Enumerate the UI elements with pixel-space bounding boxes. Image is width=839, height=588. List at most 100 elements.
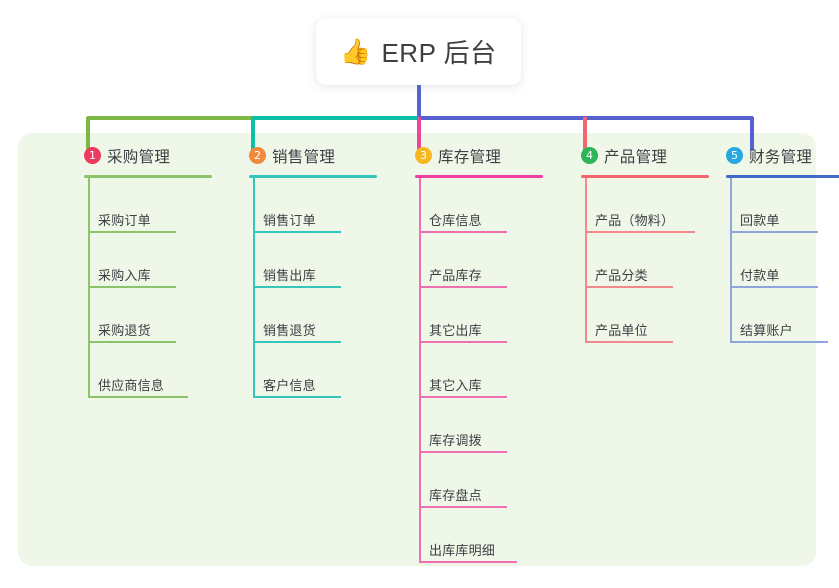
list-item-underline <box>419 286 507 288</box>
category-column-5: 5 财务管理 回款单 付款单 结算账户 <box>708 133 839 343</box>
category-items-1: 采购订单 采购入库 采购退货 供应商信息 <box>66 178 226 398</box>
list-item-label: 客户信息 <box>263 378 316 393</box>
diagram-panel-background <box>18 133 816 566</box>
category-column-3: 3 库存管理 仓库信息 产品库存 其它出库 其它入库 库存调拨 <box>397 133 557 563</box>
list-item-underline <box>419 506 507 508</box>
list-item-underline <box>730 286 818 288</box>
list-item-underline <box>253 396 341 398</box>
category-badge-3: 3 <box>415 147 432 164</box>
category-header-4[interactable]: 4 产品管理 <box>563 133 723 178</box>
category-title-1: 采购管理 <box>107 148 171 166</box>
list-item-underline <box>730 341 828 343</box>
category-underline-5 <box>726 175 839 178</box>
list-item-label: 库存调拨 <box>429 433 482 448</box>
list-item-underline <box>88 286 176 288</box>
category-title-3: 库存管理 <box>438 148 502 166</box>
list-item[interactable]: 销售订单 <box>231 178 391 233</box>
list-item-label: 销售订单 <box>263 213 316 228</box>
list-item[interactable]: 产品单位 <box>563 288 723 343</box>
list-item-label: 回款单 <box>740 213 780 228</box>
list-item[interactable]: 其它出库 <box>397 288 557 343</box>
category-title-5: 财务管理 <box>749 148 813 166</box>
list-item-underline <box>419 231 507 233</box>
list-item[interactable]: 付款单 <box>708 233 839 288</box>
root-node-card[interactable]: 👍 ERP 后台 <box>316 18 521 85</box>
category-spine-4 <box>585 178 587 343</box>
category-header-1[interactable]: 1 采购管理 <box>66 133 226 178</box>
list-item-label: 采购退货 <box>98 323 151 338</box>
list-item[interactable]: 产品库存 <box>397 233 557 288</box>
category-underline-1 <box>84 175 212 178</box>
category-underline-4 <box>581 175 709 178</box>
category-spine-1 <box>88 178 90 398</box>
category-header-2[interactable]: 2 销售管理 <box>231 133 391 178</box>
category-items-3: 仓库信息 产品库存 其它出库 其它入库 库存调拨 库存盘点 <box>397 178 557 563</box>
list-item[interactable]: 供应商信息 <box>66 343 226 398</box>
list-item[interactable]: 产品（物料） <box>563 178 723 233</box>
list-item-underline <box>585 341 673 343</box>
category-spine-2 <box>253 178 255 398</box>
list-item-label: 其它入库 <box>429 378 482 393</box>
list-item[interactable]: 采购订单 <box>66 178 226 233</box>
list-item-label: 产品库存 <box>429 268 482 283</box>
category-column-4: 4 产品管理 产品（物料） 产品分类 产品单位 <box>563 133 723 343</box>
thumbs-up-icon: 👍 <box>340 38 372 66</box>
list-item-label: 库存盘点 <box>429 488 482 503</box>
list-item-label: 产品单位 <box>595 323 648 338</box>
root-node-title: ERP 后台 <box>381 38 497 68</box>
list-item[interactable]: 仓库信息 <box>397 178 557 233</box>
category-header-5[interactable]: 5 财务管理 <box>708 133 839 178</box>
list-item-label: 产品分类 <box>595 268 648 283</box>
list-item-underline <box>419 341 507 343</box>
list-item[interactable]: 产品分类 <box>563 233 723 288</box>
list-item[interactable]: 客户信息 <box>231 343 391 398</box>
list-item[interactable]: 回款单 <box>708 178 839 233</box>
list-item[interactable]: 采购退货 <box>66 288 226 343</box>
list-item-label: 仓库信息 <box>429 213 482 228</box>
list-item[interactable]: 其它入库 <box>397 343 557 398</box>
list-item[interactable]: 库存调拨 <box>397 398 557 453</box>
list-item-label: 销售出库 <box>263 268 316 283</box>
list-item-underline <box>585 286 673 288</box>
list-item[interactable]: 库存盘点 <box>397 453 557 508</box>
list-item-label: 销售退货 <box>263 323 316 338</box>
list-item-underline <box>419 561 517 563</box>
category-underline-2 <box>249 175 377 178</box>
category-items-2: 销售订单 销售出库 销售退货 客户信息 <box>231 178 391 398</box>
list-item-underline <box>585 231 695 233</box>
category-spine-3 <box>419 178 421 563</box>
category-badge-4: 4 <box>581 147 598 164</box>
list-item-label: 结算账户 <box>740 323 793 338</box>
list-item-underline <box>253 231 341 233</box>
list-item-underline <box>88 341 176 343</box>
category-title-2: 销售管理 <box>272 148 336 166</box>
category-columns: 1 采购管理 采购订单 采购入库 采购退货 供应商信息 <box>18 133 839 566</box>
category-items-5: 回款单 付款单 结算账户 <box>708 178 839 343</box>
list-item-underline <box>419 396 507 398</box>
list-item-label: 采购订单 <box>98 213 151 228</box>
list-item-underline <box>419 451 507 453</box>
list-item-underline <box>253 341 341 343</box>
list-item-label: 其它出库 <box>429 323 482 338</box>
category-badge-1: 1 <box>84 147 101 164</box>
list-item-underline <box>730 231 818 233</box>
list-item-label: 出库库明细 <box>429 543 496 558</box>
category-header-3[interactable]: 3 库存管理 <box>397 133 557 178</box>
list-item[interactable]: 结算账户 <box>708 288 839 343</box>
category-badge-2: 2 <box>249 147 266 164</box>
list-item-underline <box>253 286 341 288</box>
category-items-4: 产品（物料） 产品分类 产品单位 <box>563 178 723 343</box>
list-item[interactable]: 销售退货 <box>231 288 391 343</box>
list-item-label: 产品（物料） <box>595 213 675 228</box>
category-badge-5: 5 <box>726 147 743 164</box>
list-item-label: 采购入库 <box>98 268 151 283</box>
list-item[interactable]: 销售出库 <box>231 233 391 288</box>
list-item[interactable]: 采购入库 <box>66 233 226 288</box>
list-item-label: 付款单 <box>740 268 780 283</box>
list-item-label: 供应商信息 <box>98 378 165 393</box>
list-item[interactable]: 出库库明细 <box>397 508 557 563</box>
category-underline-3 <box>415 175 543 178</box>
category-column-1: 1 采购管理 采购订单 采购入库 采购退货 供应商信息 <box>66 133 226 398</box>
category-spine-5 <box>730 178 732 343</box>
list-item-underline <box>88 396 188 398</box>
